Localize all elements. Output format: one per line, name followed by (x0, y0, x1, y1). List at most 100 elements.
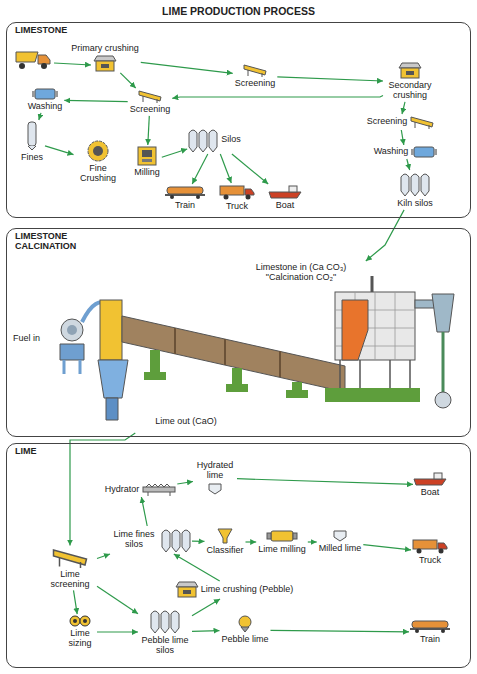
equipment-label: Lime milling (257, 545, 307, 555)
equipment-node: Washing (27, 88, 64, 112)
flow-arrow (39, 113, 41, 120)
equipment-label: Screening (234, 79, 277, 89)
screen-icon (410, 115, 434, 129)
equipment-label: Hydrated lime (194, 461, 236, 481)
equipment-node: Hydrated lime (194, 461, 236, 495)
equipment-node: Boat (269, 185, 301, 211)
equipment-label: Milled lime (318, 544, 363, 554)
silos-icon (161, 527, 191, 553)
band-heading: LIME (14, 447, 38, 457)
equipment-node: Kiln silos (396, 171, 434, 209)
train-icon (165, 185, 205, 199)
crusher-icon (176, 582, 198, 598)
train-icon (410, 619, 450, 633)
silos-icon (400, 171, 430, 197)
equipment-label: Primary crushing (70, 44, 140, 54)
flow-arrow (402, 102, 405, 114)
equipment-label: Screening (366, 117, 409, 127)
boat-icon (269, 185, 301, 199)
flow-arrow (97, 586, 138, 614)
flow-arrow (74, 590, 78, 614)
equipment-node: Fines (20, 121, 44, 163)
flow-arrow (232, 154, 268, 184)
truck-icon (219, 184, 255, 200)
equipment-label: Secondary crushing (384, 81, 436, 101)
equipment-label: Milling (133, 168, 161, 178)
equipment-label: Lime fines silos (109, 530, 159, 550)
equipment-label: Truck (418, 556, 442, 566)
silos-icon (188, 127, 218, 153)
flow-arrow (172, 96, 383, 99)
truck-icon (412, 538, 448, 554)
equipment-node: Washing (373, 146, 438, 158)
band-heading: LIMESTONE CALCINATION (14, 232, 91, 252)
cyclone-icon (236, 615, 254, 633)
flow-arrow (141, 497, 147, 526)
kiln-area: Limestone in (Ca CO₃) "Calcination CO₂" L… (55, 262, 470, 432)
screen-icon (138, 89, 162, 103)
equipment-node: Pebble lime (220, 615, 269, 645)
bin-icon (333, 530, 347, 542)
equipment-node: Lime screening (44, 547, 96, 590)
flow-arrow (407, 159, 410, 170)
flow-arrow (45, 146, 74, 155)
equipment-label: Fine Crushing (75, 164, 122, 184)
diagram-title: LIME PRODUCTION PROCESS (0, 5, 477, 17)
flow-arrow (97, 554, 110, 559)
equipment-node: Classifier (205, 528, 244, 556)
equipment-node: Truck (219, 184, 255, 212)
equipment-node: Lime fines silos (109, 527, 191, 553)
mill2-icon (267, 529, 297, 543)
flow-arrow (141, 62, 233, 73)
equipment-label: Boat (420, 488, 441, 498)
drum-icon (32, 88, 58, 100)
hydrator-icon (142, 484, 176, 496)
equipment-node: Lime sizing (64, 615, 96, 649)
flow-arrow (97, 631, 138, 632)
equipment-label: Train (174, 201, 196, 211)
equipment-node: Primary crushing (70, 44, 140, 72)
kiln-label: Lime out (CaO) (145, 417, 227, 427)
equipment-node: Screening (366, 115, 435, 129)
flow-arrow (271, 630, 410, 632)
equipment-label: Screening (129, 105, 172, 115)
crusher-icon (94, 56, 116, 72)
equipment-label: Train (419, 635, 441, 645)
equipment-label: Pebble lime (220, 635, 269, 645)
equipment-label: Classifier (205, 546, 244, 556)
equipment-node: Hydrator (104, 484, 177, 496)
flow-arrow (162, 149, 187, 157)
funnel-icon (217, 528, 233, 544)
sizing-icon (69, 615, 91, 627)
drum-icon (411, 146, 437, 158)
equipment-label: Truck (225, 202, 249, 212)
equipment-node: Milling (133, 146, 161, 178)
equipment-node: Fine Crushing (75, 140, 122, 184)
dump-truck (16, 52, 50, 69)
flow-arrow (148, 116, 150, 145)
flow-arrow (308, 541, 317, 542)
tall-icon (27, 121, 37, 151)
screen-icon (243, 63, 267, 77)
equipment-label: Washing (27, 102, 64, 112)
equipment-node: Lime crushing (Pebble) (176, 582, 295, 598)
flow-arrow (246, 541, 257, 542)
kiln-label: Limestone in (Ca CO₃) "Calcination CO₂" (245, 263, 357, 283)
flow-arrow (192, 540, 205, 542)
process-band: LIMESTONEPrimary crushingScreeningSecond… (6, 22, 471, 218)
equipment-label: Kiln silos (396, 199, 434, 209)
equipment-label: Silos (220, 135, 242, 145)
equipment-label: Pebble lime silos (139, 636, 191, 656)
equipment-node: Train (410, 619, 450, 645)
bin-icon (208, 483, 222, 495)
flow-arrow (174, 554, 220, 581)
side-label: Fuel in (12, 334, 41, 344)
flow-arrow (192, 599, 220, 616)
silos-icon (150, 608, 180, 634)
flow-arrow (120, 73, 135, 88)
equipment-node: Lime milling (257, 529, 307, 555)
flow-arrow (363, 545, 411, 550)
crusher-icon (399, 63, 421, 79)
flow-arrow (64, 100, 127, 101)
equipment-node: Silos (188, 127, 242, 153)
